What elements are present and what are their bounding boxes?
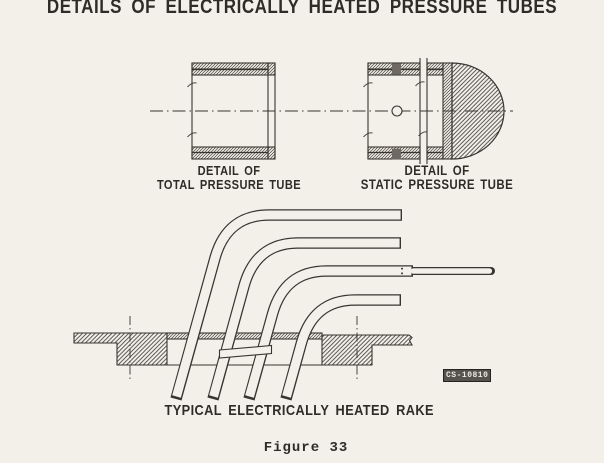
- total-tube-top-wall-outer: [191, 62, 269, 70]
- break-tick: [187, 82, 197, 88]
- plate-left-flange: [73, 332, 168, 366]
- plate-right-flange: [321, 334, 413, 366]
- rake-drawing: [73, 209, 495, 401]
- total-tube-bottom-wall-outer: [191, 152, 269, 160]
- figure-number: Figure 33: [263, 440, 349, 456]
- photo-id-stamp: CS-10810: [443, 369, 492, 382]
- figure-title: DETAILS OF ELECTRICALLY HEATED PRESSURE …: [46, 0, 558, 18]
- rake-mounting-plate: [73, 332, 413, 366]
- static-probe-orifice-dot: [401, 272, 403, 275]
- total-tube-bottom-wall-inner: [191, 146, 269, 153]
- static-tube-nose-dome: [451, 62, 505, 160]
- total-pressure-tube-drawing: [150, 62, 513, 160]
- total-tube-caption-line1: DETAIL OF: [197, 163, 261, 178]
- static-orifice-hole: [391, 105, 403, 117]
- break-tick: [418, 131, 428, 137]
- total-tube-top-wall-inner: [191, 69, 269, 76]
- static-tube-caption-line2: STATIC PRESSURE TUBE: [360, 177, 514, 192]
- static-probe-orifice-dot: [401, 267, 403, 270]
- break-tick: [363, 82, 373, 88]
- total-tube-end-block-bottom: [267, 146, 276, 160]
- rake-tubes: [170, 209, 495, 401]
- break-tick: [187, 132, 197, 138]
- static-tube-heater-block-bottom: [392, 148, 401, 160]
- total-tube-caption-line2: TOTAL PRESSURE TUBE: [156, 177, 302, 192]
- static-pressure-tube-drawing: [363, 58, 505, 164]
- static-tube-nose-band: [442, 62, 453, 160]
- static-tube-heater-block-top: [392, 63, 401, 75]
- rake-caption: TYPICAL ELECTRICALLY HEATED RAKE: [164, 402, 434, 419]
- rake-tube-brace: [218, 344, 273, 359]
- static-tube-caption-line1: DETAIL OF: [404, 163, 470, 178]
- break-tick: [363, 132, 373, 138]
- total-tube-end-block-top: [267, 62, 276, 76]
- break-tick: [415, 81, 425, 87]
